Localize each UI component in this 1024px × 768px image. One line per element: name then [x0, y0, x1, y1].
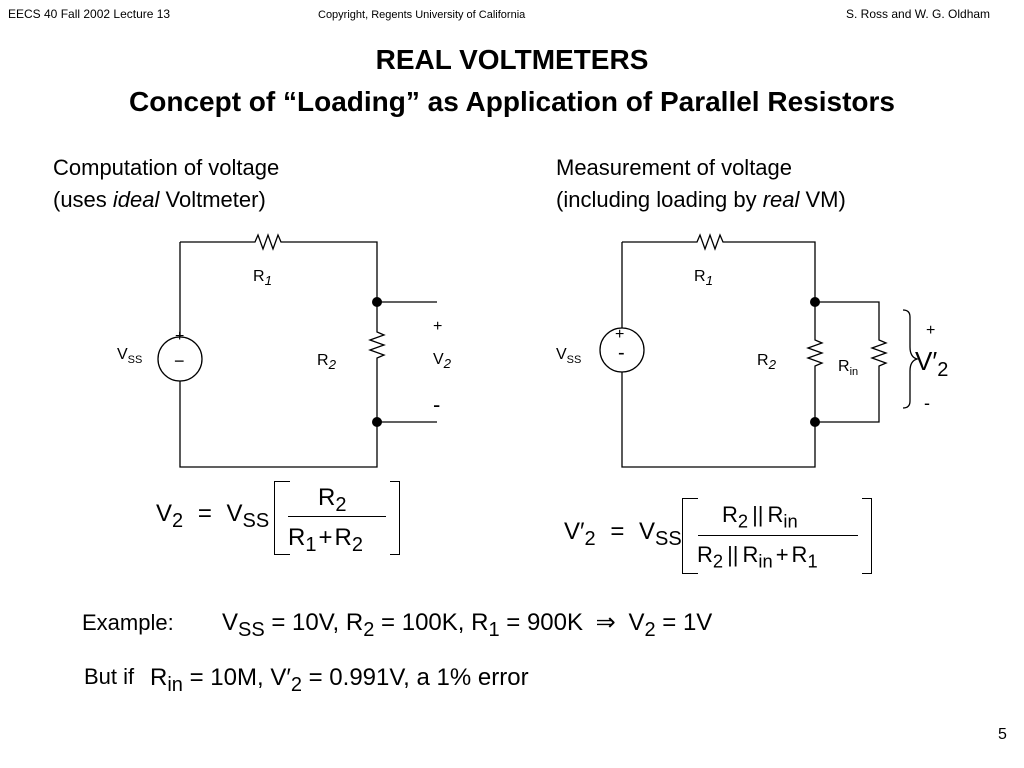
- authors-header: S. Ross and W. G. Oldham: [846, 7, 991, 21]
- example-label: Example:: [82, 610, 174, 635]
- left-voltage-source: [157, 336, 203, 382]
- slide-subtitle: Concept of “Loading” as Application of P…: [129, 86, 895, 117]
- left-output-terminals: [377, 301, 437, 423]
- right-voltage-source: [599, 327, 645, 373]
- slide-title: REAL VOLTMETERS: [375, 44, 649, 75]
- left-formula-fraction-bar: [288, 516, 386, 517]
- left-node-top: [372, 297, 382, 307]
- right-resistor-wire-loop: [621, 233, 824, 468]
- left-source-minus: −: [174, 351, 185, 371]
- right-brace: [902, 309, 920, 409]
- right-rin-loop: [815, 301, 888, 423]
- right-node-bottom: [810, 417, 820, 427]
- left-source-plus: +: [175, 328, 185, 345]
- right-formula-numerator: R2||Rin: [722, 502, 798, 532]
- left-out-minus: -: [433, 392, 441, 417]
- left-r1-label: R1: [253, 268, 272, 289]
- left-formula-numerator: R2: [318, 484, 347, 516]
- left-formula-bracket-gap: [290, 480, 390, 556]
- right-formula-denominator: R2||Rin+R1: [697, 542, 818, 572]
- right-source-plus: +: [615, 326, 625, 343]
- right-node-top: [810, 297, 820, 307]
- left-formula-denominator: R1+R2: [288, 524, 363, 556]
- course-header: EECS 40 Fall 2002 Lecture 13: [8, 7, 171, 21]
- left-out-plus: +: [433, 318, 443, 335]
- left-heading-line1: Computation of voltage: [53, 155, 280, 180]
- right-heading-line1: Measurement of voltage: [556, 155, 793, 180]
- left-resistor-wire-loop: [179, 233, 386, 468]
- right-v2p-label: V′2: [915, 346, 949, 382]
- example-equation: VSS = 10V, R2 = 100K, R1 = 900K ⇒ V2 = 1…: [222, 609, 713, 641]
- page-number: 5: [998, 726, 1007, 743]
- but-if-equation: Rin = 10M, V′2 = 0.991V, a 1% error: [150, 664, 529, 696]
- left-heading-line2: (uses ideal Voltmeter): [53, 187, 266, 212]
- right-heading: Measurement of voltage (including loadin…: [556, 152, 846, 216]
- copyright-header: Copyright, Regents University of Califor…: [318, 9, 526, 21]
- right-formula-fraction-bar: [698, 535, 858, 536]
- right-vss-label: VSS: [556, 346, 582, 367]
- right-r1-label: R1: [694, 268, 713, 289]
- left-v2-label: V2: [433, 351, 452, 372]
- right-heading-line2: (including loading by real VM): [556, 187, 846, 212]
- right-circuit-wires: [599, 233, 920, 468]
- right-r2-label: R2: [757, 352, 776, 373]
- but-if-label: But if: [84, 664, 135, 689]
- left-vss-label: VSS: [117, 346, 143, 367]
- left-heading: Computation of voltage (uses ideal Voltm…: [53, 152, 279, 216]
- right-out-minus: -: [924, 393, 930, 413]
- right-source-minus: -: [618, 342, 625, 364]
- left-r2-label: R2: [317, 352, 336, 373]
- left-node-bottom: [372, 417, 382, 427]
- right-rin-label: Rin: [838, 358, 859, 379]
- right-out-plus: +: [926, 322, 936, 339]
- right-formula-lhs: V′2 = VSS: [564, 518, 682, 550]
- left-formula-lhs: V2 = VSS: [156, 500, 270, 532]
- left-circuit-wires: [157, 233, 437, 468]
